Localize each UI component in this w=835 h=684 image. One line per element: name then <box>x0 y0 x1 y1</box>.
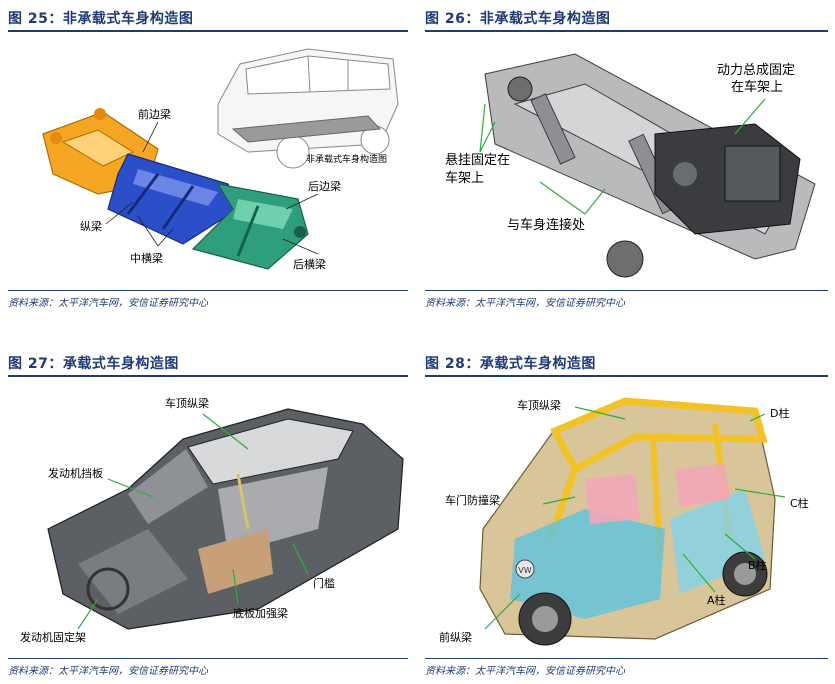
source-note: 资料来源：太平洋汽车网，安信证券研究中心 <box>8 666 208 677</box>
source-rule <box>8 290 408 291</box>
label-front-rail: 前纵梁 <box>439 630 472 644</box>
label-firewall: 发动机挡板 <box>48 466 103 480</box>
label-door-beam: 车门防撞梁 <box>445 493 500 507</box>
inset-caption: 非承载式车身构造图 <box>306 153 387 165</box>
chassis-photo: 动力总成固定 在车架上 悬挂固定在 车架上 与车身连接处 <box>425 34 828 288</box>
figure-title: 图 27：承载式车身构造图 <box>8 356 179 372</box>
label-floor-beam: 底板加强梁 <box>233 606 288 620</box>
label-b-pillar: B柱 <box>748 558 767 572</box>
rear-rotor <box>507 76 533 102</box>
figure-27: 图 27：承载式车身构造图 车顶纵梁 <box>8 353 408 679</box>
label-roof-rail: 车顶纵梁 <box>165 396 209 410</box>
front-rotor <box>606 240 644 278</box>
source-rule <box>425 290 828 291</box>
label-roof-rail: 车顶纵梁 <box>517 398 561 412</box>
figure-title: 图 25：非承载式车身构造图 <box>8 11 194 27</box>
source-note: 资料来源：太平洋汽车网，安信证券研究中心 <box>8 298 208 309</box>
source-note: 资料来源：太平洋汽车网，安信证券研究中心 <box>425 666 625 677</box>
label-power: 动力总成固定 <box>717 63 795 78</box>
title-rule <box>8 375 408 377</box>
figure-28: 图 28：承载式车身构造图 <box>425 353 828 679</box>
title-rule <box>425 30 828 32</box>
frame-diagram: 非承载式车身构造图 <box>8 34 408 288</box>
unibody-diagram: 车顶纵梁 发动机挡板 门槛 底板加强梁 发动机固定架 <box>8 379 408 655</box>
rear-frame <box>191 183 309 270</box>
title-rule <box>425 375 828 377</box>
label-front-rail: 前边梁 <box>138 107 171 121</box>
label-longitudinal: 纵梁 <box>80 219 102 233</box>
title-rule <box>8 30 408 32</box>
source-rule <box>425 658 828 659</box>
label-d-pillar: D柱 <box>770 406 789 420</box>
label-rear-cross: 后横梁 <box>293 257 326 271</box>
figure-title: 图 26：非承载式车身构造图 <box>425 11 611 27</box>
source-note: 资料来源：太平洋汽车网，安信证券研究中心 <box>425 298 625 309</box>
suv-sketch <box>217 48 399 169</box>
label-engine-mount: 发动机固定架 <box>20 630 86 644</box>
figure-26: 图 26：非承载式车身构造图 <box>425 8 828 309</box>
label-sill: 门槛 <box>313 576 335 590</box>
label-susp-2: 车架上 <box>445 170 484 186</box>
label-a-pillar: A柱 <box>707 593 726 607</box>
label-mid-cross: 中横梁 <box>130 251 163 265</box>
label-c-pillar: C柱 <box>790 496 809 510</box>
engine <box>654 123 801 235</box>
source-rule <box>8 658 408 659</box>
figure-25: 图 25：非承载式车身构造图 非承载式车身构造图 <box>8 8 408 309</box>
unibody <box>47 408 404 630</box>
label-body-mount: 与车身连接处 <box>507 217 585 233</box>
figure-title: 图 28：承载式车身构造图 <box>425 356 596 372</box>
label-susp: 悬挂固定在 <box>445 153 510 168</box>
suv-structure-diagram: VW 车顶纵梁 D柱 车门防撞梁 C柱 B柱 A柱 前纵梁 <box>425 379 828 655</box>
label-rear-rail: 后边梁 <box>308 179 341 193</box>
vw-badge: VW <box>518 566 531 575</box>
suv-body: VW <box>479 397 776 646</box>
label-power-2: 在车架上 <box>731 79 783 95</box>
middle-frame <box>107 153 239 245</box>
